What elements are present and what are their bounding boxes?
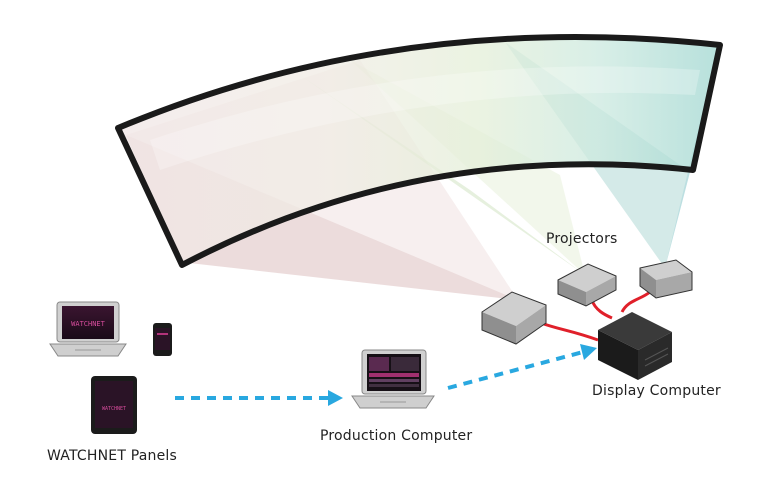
watchnet-panels-label: WATCHNET Panels: [47, 448, 177, 464]
smartphone: [153, 323, 172, 356]
arrowhead-production: [328, 390, 343, 406]
cable-projector-3: [620, 290, 651, 313]
curved-projection-screen: [115, 34, 723, 268]
screen-band: [150, 66, 700, 170]
production-laptop: [351, 349, 435, 409]
production-computer-label: Production Computer: [320, 428, 473, 444]
laptop-screen-logo: WATCHNET: [71, 320, 106, 328]
tablet: WATCHNET: [91, 376, 137, 434]
screen-surface: [118, 36, 720, 265]
projectors-label: Projectors: [546, 231, 618, 247]
cable-projector-2: [590, 299, 613, 320]
arrow-production-to-display: [447, 350, 584, 390]
display-computer: [598, 312, 672, 380]
screen-frame: [115, 34, 723, 268]
tablet-screen-logo: WATCHNET: [102, 406, 126, 412]
watchnet-laptop: WATCHNET: [49, 301, 127, 357]
projector-1: [481, 291, 547, 345]
projector-2: [557, 263, 617, 307]
projector-3: [639, 259, 693, 299]
cable-projector-1: [537, 320, 599, 342]
data-flow-arrows: [175, 344, 597, 406]
arrowhead-display: [580, 344, 597, 360]
display-computer-label: Display Computer: [592, 383, 721, 399]
